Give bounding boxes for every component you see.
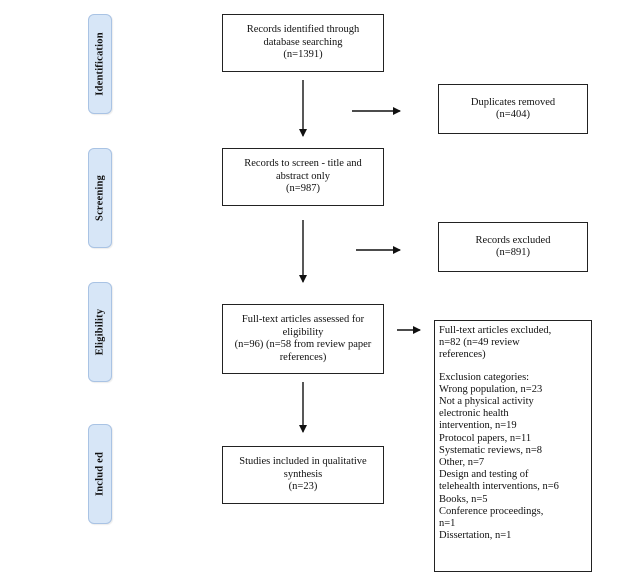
fulltext-assessed-line-1: Full-text articles assessed for: [241, 314, 365, 325]
fulltext-assessed-line-4: references): [279, 351, 327, 363]
phase-screening: Screening: [88, 148, 112, 248]
records-to-screen-box: Records to screen - title and abstract o…: [222, 148, 384, 206]
exclusion-category: Conference proceedings,: [439, 505, 544, 517]
records-excluded-count: (n=891): [496, 247, 530, 258]
fulltext-excluded-line-1: Full-text articles excluded,: [439, 325, 552, 336]
fulltext-excluded-box: Full-text articles excluded, n=82 (n=49 …: [434, 320, 592, 572]
records-to-screen-line-1: Records to screen - title and: [244, 158, 362, 170]
exclusion-category: Design and testing of: [439, 469, 529, 481]
studies-included-box: Studies included in qualitative synthesi…: [222, 446, 384, 504]
records-identified-line-2: database searching: [263, 36, 343, 48]
records-to-screen-count: (n=987): [286, 183, 320, 195]
duplicates-removed-label: Duplicates removed: [470, 96, 556, 108]
duplicates-removed-count: (n=404): [496, 109, 530, 120]
exclusion-category: telehealth interventions, n=6: [439, 481, 559, 493]
fulltext-excluded-line-3: references): [439, 349, 486, 361]
exclusion-categories-heading: Exclusion categories:: [439, 371, 530, 383]
exclusion-category: Dissertation, n=1: [439, 530, 512, 542]
records-excluded-label: Records excluded: [475, 234, 551, 246]
records-identified-box: Records identified through database sear…: [222, 14, 384, 72]
records-identified-line-1: Records identified through: [246, 24, 360, 36]
records-excluded-box: Records excluded (n=891): [438, 222, 588, 272]
exclusion-category: Systematic reviews, n=8: [439, 444, 543, 456]
records-to-screen-line-2: abstract only: [276, 170, 330, 182]
studies-included-count: (n=23): [288, 481, 318, 493]
exclusion-category: Books, n=5: [439, 493, 488, 505]
duplicates-removed-box: Duplicates removed (n=404): [438, 84, 588, 134]
fulltext-assessed-line-3: (n=96) (n=58 from review paper: [234, 339, 372, 350]
phase-identification: Identification: [88, 14, 112, 114]
exclusion-category: Not a physical activity: [439, 396, 534, 408]
fulltext-assessed-box: Full-text articles assessed for eligibil…: [222, 304, 384, 374]
studies-included-line-1: Studies included in qualitative: [239, 456, 367, 468]
studies-included-line-2: synthesis: [283, 468, 323, 480]
exclusion-category: Wrong population, n=23: [439, 383, 543, 395]
phase-included: Includ ed: [88, 424, 112, 524]
exclusion-category: intervention, n=19: [439, 420, 517, 432]
fulltext-excluded-line-2: n=82 (n=49 review: [439, 337, 520, 349]
fulltext-assessed-line-2: eligibility: [282, 326, 324, 338]
phase-eligibility: Eligibility: [88, 282, 112, 382]
exclusion-category: Other, n=7: [439, 457, 485, 469]
exclusion-category: Protocol papers, n=11: [439, 432, 532, 444]
exclusion-category: electronic health: [439, 408, 509, 420]
exclusion-category: n=1: [439, 518, 456, 530]
records-identified-count: (n=1391): [283, 49, 323, 61]
